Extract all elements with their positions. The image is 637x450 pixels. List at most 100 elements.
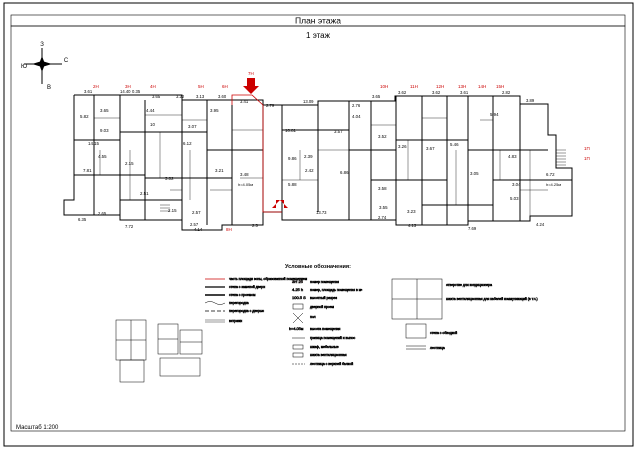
- legend-item: стена с заменой двери: [229, 285, 265, 289]
- premises-boundary: [231, 94, 282, 213]
- room-area: 3.05: [470, 171, 479, 176]
- bottom-dim: 7.69: [468, 226, 477, 231]
- room-area: 6.86: [340, 170, 349, 175]
- top-dim: 3.13: [196, 94, 205, 99]
- room-area: 3.95: [210, 108, 219, 113]
- unit-label: 11Н: [410, 84, 418, 89]
- entrance-arrow-bottom-icon: [272, 200, 288, 208]
- bottom-dim: 2.57: [190, 222, 199, 227]
- bottom-dim: 13.73: [316, 210, 327, 215]
- compass-north-label: З: [40, 42, 44, 48]
- bottom-dim: 4.14: [194, 227, 203, 232]
- top-dim: 3.60: [218, 94, 227, 99]
- unit-label: 4Н: [150, 84, 156, 89]
- room-area: 2.51: [140, 191, 149, 196]
- room-area: 4.44: [146, 108, 155, 113]
- legend-item: номер помещения: [310, 280, 339, 284]
- legend-mark: ЗН 25: [292, 279, 304, 284]
- room-area: 7.81: [83, 168, 92, 173]
- legend-col1: часть площади зоны, образованной помещен…: [204, 277, 308, 323]
- top-dim: 3.41: [240, 99, 249, 104]
- legend-col3: отверстие для кондиционера шахта вентиля…: [391, 278, 538, 350]
- room-area: 3.58: [378, 186, 387, 191]
- legend-item: дверной проем: [310, 305, 335, 309]
- unit-label: 5Н: [198, 84, 204, 89]
- top-dim: 2.79: [266, 103, 275, 108]
- bottom-dim: 6.35: [78, 217, 87, 222]
- sheet-border: [3, 2, 634, 447]
- room-area: 2.15: [168, 208, 177, 213]
- legend-height-mark: h=4.05м: [289, 327, 304, 331]
- top-dim: 3.65: [372, 94, 381, 99]
- room-area: 2.42: [305, 168, 314, 173]
- room-area-labels: 5.82 9.03 7.81 4.55 14.15 3.65 10 2.15 4…: [80, 108, 561, 215]
- unit-label: 2Н: [93, 84, 99, 89]
- legend-item: витражи: [229, 319, 242, 323]
- bottom-dim: 2.5: [252, 223, 258, 228]
- room-area: 2.15: [125, 161, 134, 166]
- height-note: h=4.25м: [546, 182, 561, 187]
- legend-item: шахта вентиляционная для кабелей коммуни…: [446, 297, 538, 301]
- legend-item: номер, площадь помещения в м²: [310, 288, 363, 292]
- height-note: h=4.05м: [238, 182, 253, 187]
- legend-item: шкаф, мебельные: [310, 345, 339, 349]
- room-area: 3.52: [378, 134, 387, 139]
- scale-label: Масштаб 1:200: [16, 425, 59, 431]
- legend-mark: 4.25 h: [292, 287, 303, 292]
- top-dim: 3.62: [432, 90, 441, 95]
- legend-mark: 100.5 S: [292, 295, 306, 300]
- unit-label: 14Н: [478, 84, 486, 89]
- room-area: 3.07: [188, 124, 197, 129]
- bottom-dim: 2.74: [378, 215, 387, 220]
- top-dim: 2.76: [352, 103, 361, 108]
- room-area: 5.94: [490, 112, 499, 117]
- unit-labels: 2Н 3Н 4Н 5Н 6Н 7Н 10Н 11Н 12Н 13Н 14Н 15…: [93, 71, 590, 232]
- unit-label: 8Н: [226, 227, 232, 232]
- unit-label: 1П: [584, 146, 590, 151]
- room-area: 3.48: [240, 172, 249, 177]
- top-dim: 13.09: [303, 99, 314, 104]
- room-area: 5.03: [510, 196, 519, 201]
- room-area: 5.82: [80, 114, 89, 119]
- entrance-arrow-top-icon: [243, 78, 259, 94]
- room-area: 3.21: [215, 168, 224, 173]
- compass-rose: З В С Ю: [21, 42, 69, 91]
- top-dim: 3.22: [176, 94, 185, 99]
- stair-hatch: [160, 149, 566, 212]
- legend-item: перегородка с дверью: [229, 309, 265, 313]
- top-dimension-labels: 3.61 14.40 0.35 3.65 3.22 3.13 3.60 3.41…: [84, 89, 535, 108]
- drawing-frame: [10, 25, 626, 432]
- legend-item: граница помещений и вынос: [310, 336, 356, 340]
- legend-item: лестница: [430, 346, 445, 350]
- room-area: 10: [150, 122, 155, 127]
- compass-south-label: В: [47, 85, 51, 91]
- room-area: 5.88: [288, 182, 297, 187]
- legend-item: стена с проемом: [229, 293, 256, 297]
- bottom-dimension-labels: 6.35 2.65 7.72 2.57 4.14 2.5 13.73 2.74 …: [78, 210, 545, 232]
- room-area: 6.72: [546, 172, 555, 177]
- unit-label: 3Н: [125, 84, 131, 89]
- room-area: 4.83: [508, 154, 517, 159]
- bottom-dim: 4.24: [536, 222, 545, 227]
- legend: Условные обозначения: часть площади зоны…: [115, 263, 538, 383]
- unit-label: 13Н: [458, 84, 466, 89]
- room-area: 3.26: [398, 144, 407, 149]
- top-dim: 14.40: [120, 89, 131, 94]
- top-dim: 3.65: [152, 94, 161, 99]
- top-dim: 0.35: [132, 89, 141, 94]
- room-area: 9.86: [288, 156, 297, 161]
- room-area: 3.67: [426, 146, 435, 151]
- top-dim: 2.82: [502, 90, 511, 95]
- legend-item: шахта вентиляционная: [310, 353, 347, 357]
- room-area: 4.55: [98, 154, 107, 159]
- legend-item: отверстие для кондиционера: [446, 283, 492, 287]
- unit-label: 7Н: [248, 71, 254, 76]
- top-dim: 3.89: [526, 98, 535, 103]
- interior-partitions: [94, 114, 548, 216]
- unit-label: 10Н: [380, 84, 388, 89]
- unit-label: 6Н: [222, 84, 228, 89]
- room-area: 3.65: [100, 108, 109, 113]
- room-area: 2.39: [304, 154, 313, 159]
